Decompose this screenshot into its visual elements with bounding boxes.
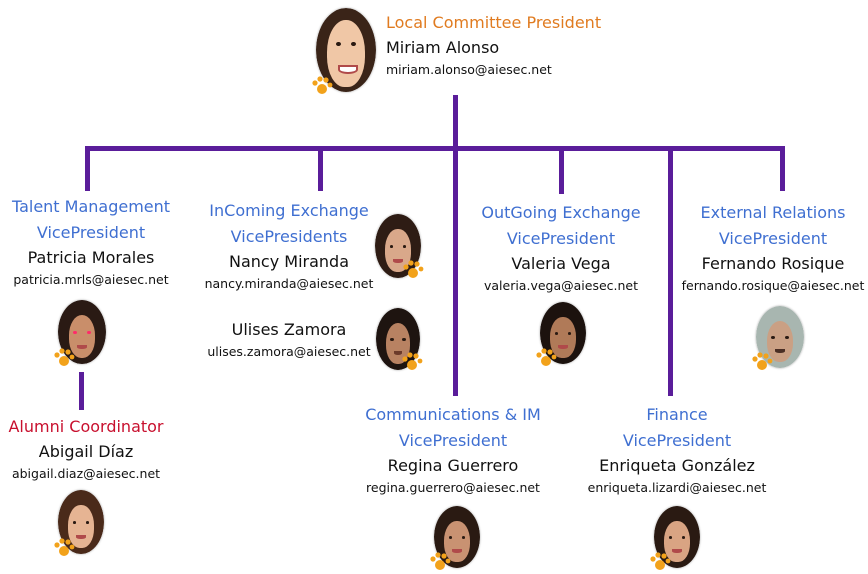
finance-avatar	[650, 506, 700, 570]
talent-role-line2: VicePresident	[36, 223, 146, 242]
alumni-email: abigail.diaz@aiesec.net	[11, 466, 161, 481]
communications-avatar	[430, 506, 480, 570]
talent-role-line1: Talent Management	[11, 197, 171, 216]
alumni-avatar	[54, 490, 104, 556]
connector-finance	[668, 146, 673, 396]
connector-external	[780, 146, 785, 191]
president-avatar	[312, 8, 376, 94]
incoming-role-line2: VicePresidents	[230, 227, 348, 246]
finance-role-line1: Finance	[646, 405, 708, 424]
incoming-member-1-avatar	[375, 214, 424, 278]
external-card: External Relations VicePresident Fernand…	[682, 200, 865, 296]
president-name: Miriam Alonso	[386, 38, 500, 57]
communications-card: Communications & IM VicePresident Regina…	[365, 402, 541, 498]
talent-avatar	[54, 300, 106, 366]
paw-logo-icon	[536, 348, 557, 366]
alumni-role: Alumni Coordinator	[8, 417, 164, 436]
president-role: Local Committee President	[386, 13, 602, 32]
connector-outgoing	[559, 146, 564, 194]
connector-horizontal-bar	[85, 146, 785, 151]
connector-talent	[85, 146, 90, 191]
incoming-member-2-name: Ulises Zamora	[231, 320, 347, 339]
alumni-name: Abigail Díaz	[38, 442, 134, 461]
alumni-card: Alumni Coordinator Abigail Díaz abigail.…	[8, 414, 163, 484]
external-name: Fernando Rosique	[701, 254, 845, 273]
external-role-line1: External Relations	[700, 203, 846, 222]
connector-communications	[453, 146, 458, 396]
finance-role-line2: VicePresident	[622, 431, 732, 450]
talent-email: patricia.mrls@aiesec.net	[13, 272, 169, 287]
outgoing-role-line2: VicePresident	[506, 229, 616, 248]
outgoing-role-line1: OutGoing Exchange	[481, 203, 641, 222]
finance-email: enriqueta.lizardi@aiesec.net	[587, 480, 767, 495]
outgoing-card: OutGoing Exchange VicePresident Valeria …	[481, 200, 640, 296]
connector-incoming	[318, 146, 323, 191]
president-email: miriam.alonso@aiesec.net	[386, 62, 552, 77]
communications-email: regina.guerrero@aiesec.net	[366, 480, 540, 495]
incoming-member-1-email: nancy.miranda@aiesec.net	[204, 276, 374, 291]
paw-logo-icon	[430, 552, 451, 570]
president-card: Local Committee President Miriam Alonso …	[386, 10, 601, 80]
connector-president-trunk	[453, 95, 458, 150]
external-avatar	[752, 306, 804, 370]
outgoing-name: Valeria Vega	[511, 254, 611, 273]
communications-name: Regina Guerrero	[387, 456, 519, 475]
talent-name: Patricia Morales	[27, 248, 155, 267]
incoming-card: InComing Exchange VicePresidents Nancy M…	[205, 198, 374, 294]
incoming-member-2-card: Ulises Zamora ulises.zamora@aiesec.net	[207, 318, 370, 362]
paw-logo-icon	[650, 552, 671, 570]
finance-name: Enriqueta González	[599, 456, 755, 475]
incoming-member-2-email: ulises.zamora@aiesec.net	[207, 344, 371, 359]
paw-logo-icon	[403, 260, 424, 278]
outgoing-email: valeria.vega@aiesec.net	[483, 278, 639, 293]
paw-logo-icon	[752, 352, 773, 370]
paw-logo-icon	[312, 76, 333, 94]
external-role-line2: VicePresident	[718, 229, 828, 248]
finance-card: Finance VicePresident Enriqueta González…	[588, 402, 767, 498]
paw-logo-icon	[402, 352, 423, 370]
outgoing-avatar	[536, 302, 586, 366]
communications-role-line1: Communications & IM	[365, 405, 541, 424]
incoming-member-1-name: Nancy Miranda	[228, 252, 349, 271]
incoming-member-2-avatar	[376, 308, 423, 370]
paw-logo-icon	[54, 348, 75, 366]
paw-logo-icon	[54, 538, 75, 556]
external-email: fernando.rosique@aiesec.net	[681, 278, 865, 293]
incoming-role-line1: InComing Exchange	[209, 201, 369, 220]
connector-alumni	[79, 372, 84, 410]
talent-card: Talent Management VicePresident Patricia…	[12, 194, 170, 290]
communications-role-line2: VicePresident	[398, 431, 508, 450]
